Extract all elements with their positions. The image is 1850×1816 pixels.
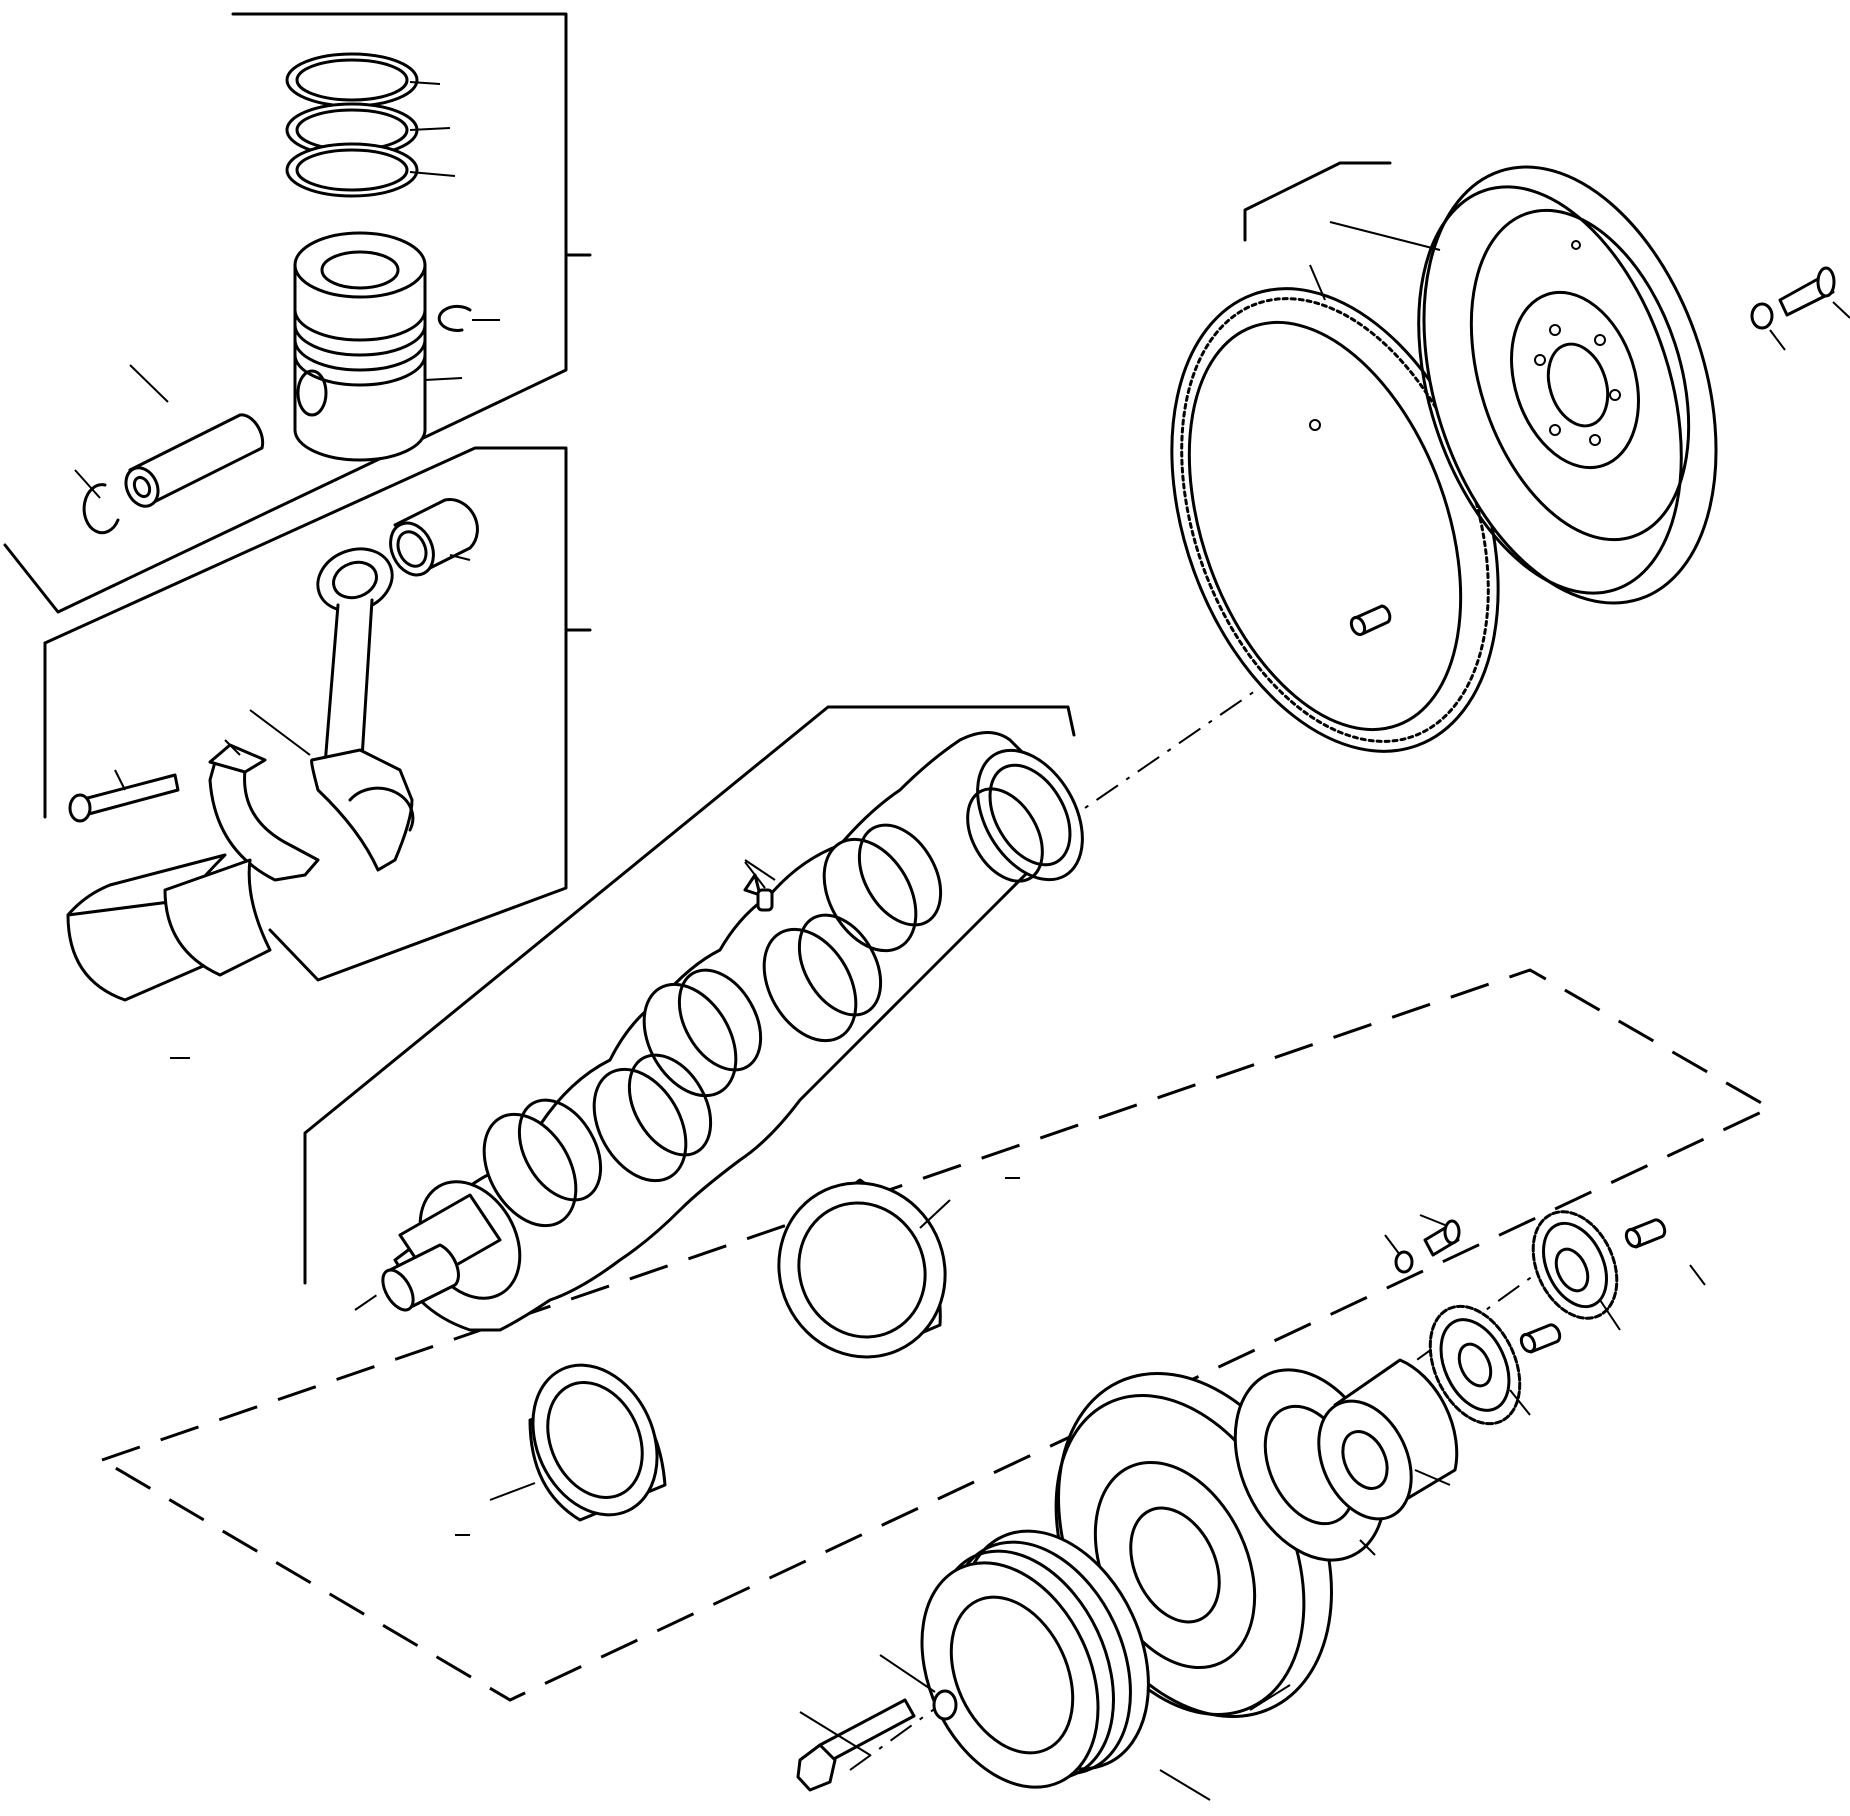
crank-gear: [1531, 1210, 1621, 1331]
conrod-group-bracket: [43, 446, 592, 982]
gear-dowel-pins: [1519, 1218, 1706, 1354]
piston-rings: [285, 52, 456, 198]
rod-bearing-shells: [66, 853, 272, 1059]
main-bearing: [777, 1178, 951, 1359]
crankshaft-group-bracket: [303, 705, 1076, 1285]
rod-bolt: [68, 769, 180, 823]
flywheel: [1329, 165, 1718, 605]
rod-cap: [208, 709, 320, 882]
piston-group-bracket: [3, 12, 592, 614]
pulley-bolt: [796, 1698, 916, 1792]
flywheel-bolt: [1750, 266, 1850, 351]
small-end-bushing: [389, 498, 479, 577]
snap-ring: [437, 304, 500, 332]
flywheel-group-bracket: [1243, 161, 1392, 242]
piston-pin: [124, 364, 265, 508]
crankshaft: [381, 731, 1084, 1332]
thrust-bearing: [455, 1363, 667, 1536]
pin-snap-ring: [74, 469, 120, 535]
spacer: [1317, 1358, 1459, 1521]
flywheel-dowel: [1349, 604, 1392, 637]
bearing-group-dashed-frame: [101, 968, 1774, 1702]
washer: [879, 1654, 958, 1721]
crank-pulley: [920, 1529, 1211, 1801]
crank-dowel: [744, 861, 774, 912]
idler-gear: [1428, 1304, 1531, 1426]
connecting-rod: [310, 547, 415, 872]
gear-bolts: [1384, 1214, 1461, 1274]
piston: [293, 231, 463, 462]
